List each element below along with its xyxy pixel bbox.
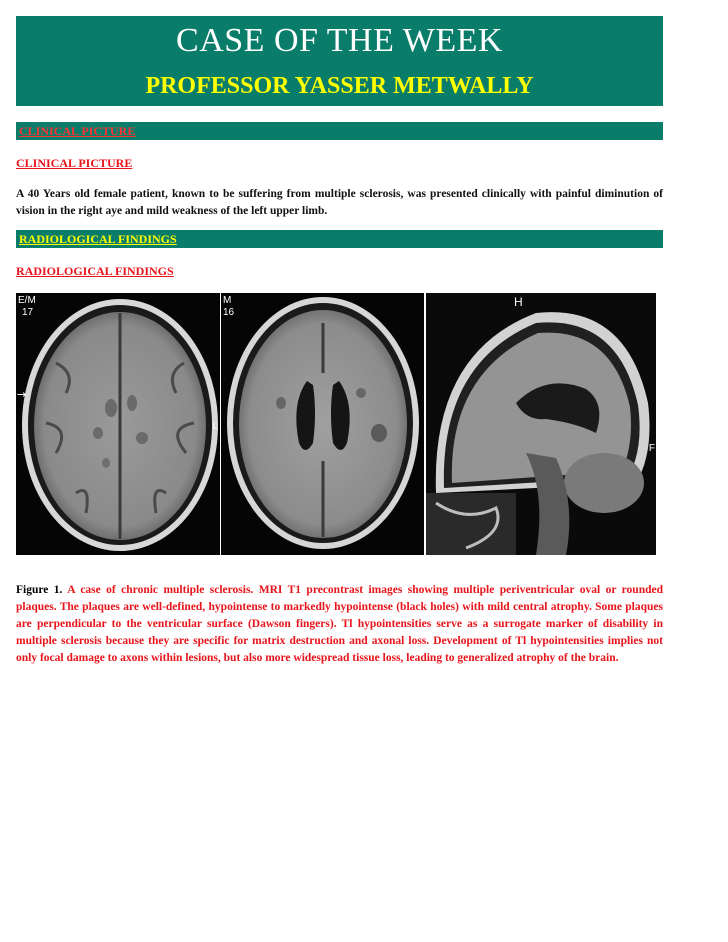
figure-caption: Figure 1. A case of chronic multiple scl… [16, 582, 663, 667]
figure-label: Figure 1. [16, 584, 63, 596]
radiological-findings-bar: RADIOLOGICAL FINDINGS [16, 230, 663, 248]
clinical-picture-bar-label[interactable]: CLINICAL PICTURE [19, 124, 136, 138]
mri-axial-image-2: M 16 [221, 293, 424, 555]
image-2-corner-text: M [223, 295, 232, 306]
clinical-picture-heading[interactable]: CLINICAL PICTURE [16, 156, 133, 170]
image-1-corner-text: E/M [18, 295, 36, 306]
author-name: PROFESSOR YASSER METWALLY [145, 73, 534, 99]
radiological-findings-heading[interactable]: RADIOLOGICAL FINDINGS [16, 264, 174, 278]
image-1-corner-num: 17 [22, 307, 34, 318]
mri-sagittal-image-3-graphic [426, 293, 656, 555]
image-2-corner-num: 16 [223, 307, 235, 318]
mri-axial-image-2-graphic [221, 293, 424, 555]
mri-axial-image-1: E/M 17 → L [16, 293, 220, 555]
radiological-findings-bar-label[interactable]: RADIOLOGICAL FINDINGS [19, 232, 177, 246]
figure-caption-text: A case of chronic multiple sclerosis. MR… [16, 584, 663, 664]
clinical-picture-bar: CLINICAL PICTURE [16, 122, 663, 140]
image-3-corner-text: H [514, 295, 523, 309]
mri-sagittal-image-3: H F [426, 293, 656, 555]
title-banner: CASE OF THE WEEK PROFESSOR YASSER METWAL… [16, 16, 663, 106]
image-1-side-right: L [212, 421, 218, 432]
image-1-side-left: → [17, 388, 27, 401]
mri-axial-image-1-graphic [16, 293, 220, 555]
clinical-picture-text: A 40 Years old female patient, known to … [16, 188, 663, 217]
image-3-side-right: F [648, 443, 655, 454]
page-title: CASE OF THE WEEK [176, 22, 503, 59]
